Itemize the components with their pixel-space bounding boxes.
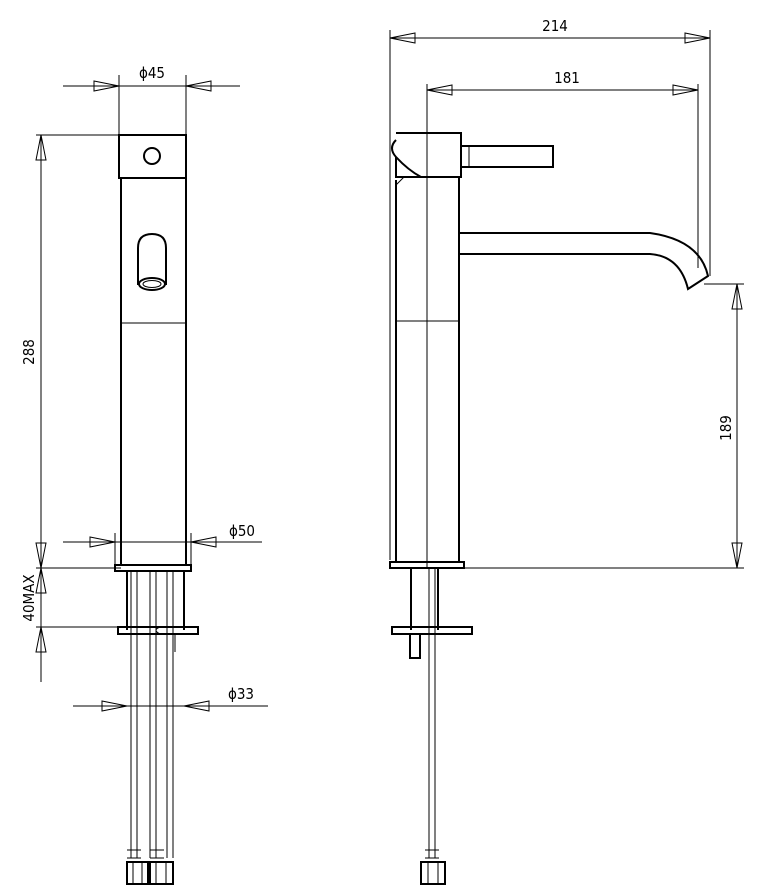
front-handle-hole [143,147,161,165]
side-dimensions: 214 181 189 [389,17,744,569]
dim-deck-thickness: 40MAX [20,567,118,682]
dim-text-shank-diameter: ϕ33 [228,685,254,703]
dim-text-spout-reach: 181 [554,69,580,87]
front-hose-right [166,571,174,858]
front-base-flange [114,564,192,572]
front-body [120,178,187,565]
side-hose-nut [420,849,446,885]
front-handle-cap [118,134,187,179]
dim-text-overall-reach: 214 [542,17,568,35]
side-lever [461,145,554,168]
dim-text-body-diameter: ϕ45 [139,64,165,82]
side-hose [428,568,436,858]
side-shank [410,568,439,630]
dim-spout-height: 189 [464,283,744,569]
dim-text-overall-height: 288 [20,339,38,365]
side-handle-cap [395,132,462,178]
front-dimensions: ϕ45 288 40MAX ϕ50 [20,64,268,712]
front-aerator-inner [142,280,162,288]
dim-shank-diameter: ϕ33 [73,685,268,712]
side-handle-notch [391,139,422,178]
front-aerator [138,277,166,291]
dim-overall-reach: 214 [389,17,711,560]
dim-spout-reach: 181 [426,69,699,568]
front-hose-left [130,571,138,858]
front-view [114,134,199,885]
front-hose-center [149,571,157,858]
side-view [389,132,710,885]
side-body [395,177,460,562]
dim-base-diameter: ϕ50 [63,522,262,565]
front-backnut-plate [117,626,199,635]
dim-text-base-diameter: ϕ50 [229,522,255,540]
dim-text-spout-height: 189 [717,415,735,441]
side-backnut-plate [391,626,473,635]
front-spout-outlet [137,232,167,285]
side-backnut-stud [409,634,421,659]
side-spout [459,232,710,291]
front-hose-nuts [126,849,174,885]
dim-overall-height: 288 [20,134,121,569]
front-shank [126,571,185,630]
dim-text-deck-thickness: 40MAX [20,574,38,621]
dim-body-diameter: ϕ45 [63,64,240,135]
front-backnut-detail [155,626,176,652]
side-body-chamfer [395,176,405,186]
